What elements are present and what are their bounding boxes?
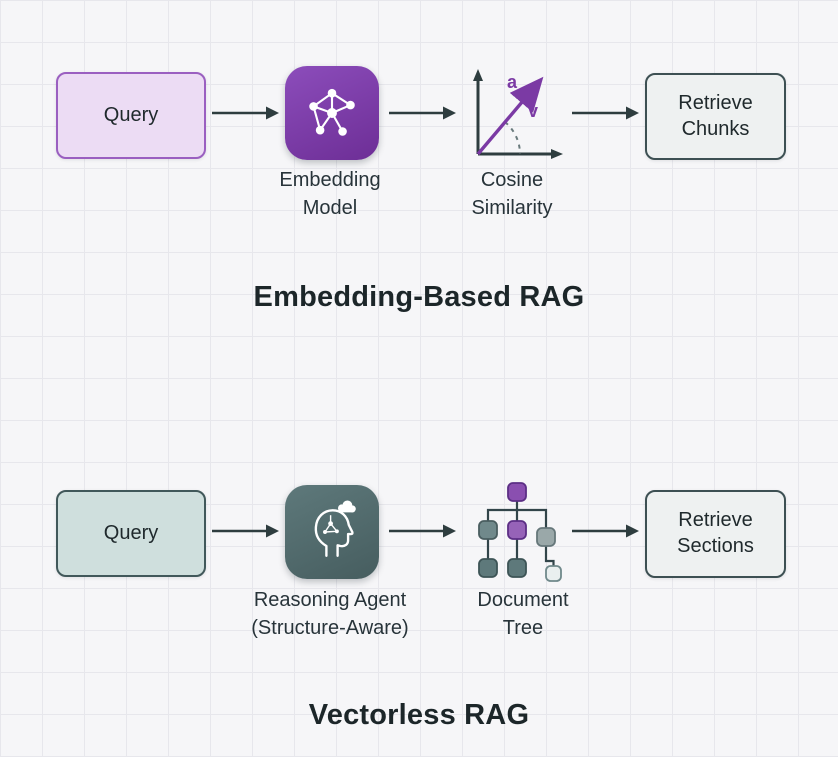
query-label: Query (103, 521, 159, 544)
arrow-icon (212, 106, 279, 120)
vector-a-label: a (507, 72, 518, 92)
document-tree-icon (478, 482, 562, 582)
caption-line: Embedding (279, 169, 381, 191)
vectorless-rag-title: Vectorless RAG (308, 699, 530, 731)
cosine-similarity-icon: a v (473, 69, 563, 159)
result-line: Sections (677, 535, 754, 557)
reasoning-agent-icon (285, 485, 379, 579)
result-line: Chunks (681, 117, 750, 140)
caption-line: Reasoning Agent (253, 589, 407, 611)
query-box-embedding: Query (56, 72, 206, 159)
embedding-model-icon (285, 66, 379, 160)
reasoning-agent-caption: Reasoning Agent (Structure-Aware) (230, 587, 430, 642)
arrow-icon (389, 524, 456, 538)
caption-line: Similarity (471, 196, 553, 219)
arrow-icon (212, 524, 279, 538)
arrow-icon (572, 524, 639, 538)
arrow-icon (389, 106, 456, 120)
caption-line: Cosine (480, 169, 544, 191)
retrieve-chunks-box: Retrieve Chunks (645, 73, 786, 160)
cosine-similarity-caption: Cosine Similarity (432, 167, 592, 222)
result-line: Retrieve (678, 91, 753, 114)
embedding-model-caption: Embedding Model (250, 167, 410, 222)
cloud-icon (337, 500, 356, 513)
document-tree-caption: Document Tree (443, 587, 603, 642)
arrow-icon (572, 106, 639, 120)
caption-line: Document (477, 589, 569, 611)
retrieve-sections-box: Retrieve Sections (645, 490, 786, 578)
query-label: Query (103, 103, 159, 126)
result-line: Retrieve (678, 509, 753, 532)
caption-line: (Structure-Aware) (251, 616, 409, 639)
query-box-vectorless: Query (56, 490, 206, 577)
embedding-rag-title: Embedding-Based RAG (253, 281, 585, 313)
vector-v-label: v (528, 101, 538, 121)
caption-line: Model (302, 196, 358, 219)
neural-network-icon (309, 88, 355, 136)
head-thinking-icon (314, 500, 356, 557)
caption-line: Tree (502, 616, 544, 639)
